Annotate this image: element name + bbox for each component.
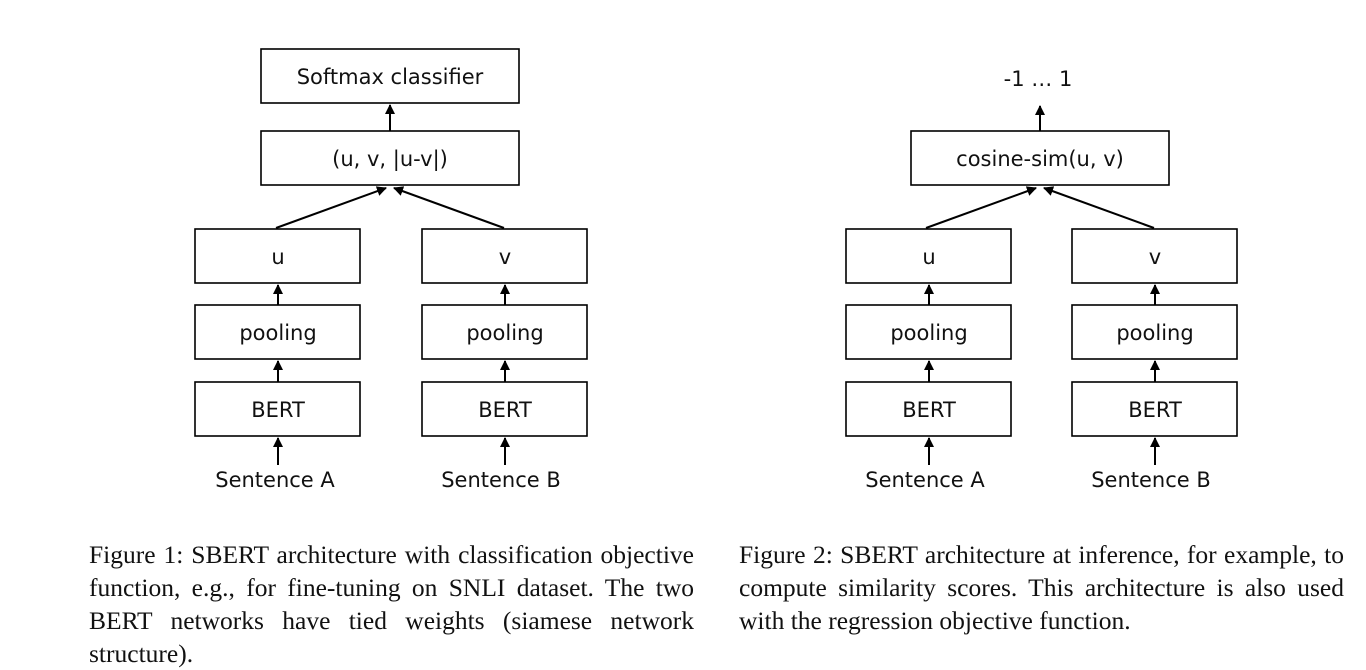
vector-u-label: u [271,245,284,269]
bert-right-label: BERT [1128,398,1182,422]
vector-v-box [421,228,588,284]
bert-left-box [194,381,361,437]
pooling-right-label: pooling [1116,321,1193,345]
bert-left-label: BERT [902,398,956,422]
figure-2: -1 … 1 cosine-sim(u, v) u pooling BERT S… [845,67,1238,492]
bert-left-label: BERT [251,398,305,422]
u-to-concat-arrow [275,186,387,229]
bert-right-box [421,381,588,437]
vector-v-label: v [1149,245,1161,269]
sentence-a-label: Sentence A [215,468,335,492]
v-to-concat-arrow [393,186,505,229]
sentence-b-label: Sentence B [1091,468,1211,492]
u-to-cosine-arrow [925,186,1037,229]
output-range-label: -1 … 1 [1004,67,1073,91]
bert-right-label: BERT [478,398,532,422]
vector-u-label: u [922,245,935,269]
pooling-left-box [845,304,1012,360]
cosine-sim-label: cosine-sim(u, v) [956,147,1124,171]
sentence-b-label: Sentence B [441,468,561,492]
figure-1-caption: Figure 1: SBERT architecture with classi… [89,540,694,668]
pooling-left-label: pooling [239,321,316,345]
v-to-cosine-arrow [1043,186,1155,229]
bert-right-box [1071,381,1238,437]
vector-v-label: v [499,245,511,269]
bert-left-box [845,381,1012,437]
softmax-classifier-label: Softmax classifier [297,65,484,89]
figure-2-caption: Figure 2: SBERT architecture at inferenc… [739,540,1344,635]
cosine-sim-box [910,130,1170,186]
concat-box [260,130,520,186]
pooling-left-label: pooling [890,321,967,345]
vector-u-box [194,228,361,284]
vector-v-box [1071,228,1238,284]
concat-label: (u, v, |u-v|) [332,147,448,172]
pooling-right-box [421,304,588,360]
figure-1: Softmax classifier (u, v, |u-v|) u pooli… [194,48,588,492]
pooling-right-label: pooling [466,321,543,345]
architecture-diagrams: Softmax classifier (u, v, |u-v|) u pooli… [194,48,1238,492]
softmax-classifier-box [260,48,520,104]
vector-u-box [845,228,1012,284]
pooling-left-box [194,304,361,360]
sentence-a-label: Sentence A [865,468,985,492]
pooling-right-box [1071,304,1238,360]
